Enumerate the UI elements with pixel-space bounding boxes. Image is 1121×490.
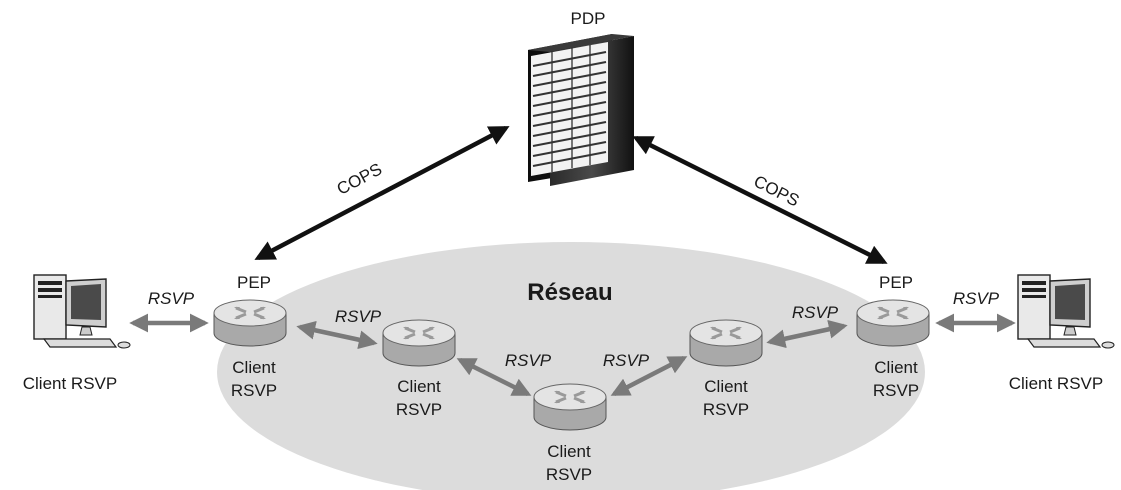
pep-right-caption-2: RSVP [873,381,919,400]
rsvp-label-2: RSVP [335,307,382,326]
network-area [217,242,925,490]
core-bottom-caption-2: RSVP [546,465,592,484]
core-router-right-icon [688,318,764,368]
network-label: Réseau [527,279,612,306]
cops-arrow-left [254,126,510,260]
rsvp-label-5: RSVP [792,303,839,322]
rsvp-arrow-pep-right [766,319,848,349]
core-right-caption-2: RSVP [703,400,749,419]
core-left-caption-1: Client [397,377,441,396]
host-computer-left-icon [33,274,131,349]
host-computer-right-icon [1017,274,1115,349]
rsvp-arrow-core-right [610,355,688,397]
core-router-left-icon [381,318,457,368]
cops-label-right: COPS [751,172,803,211]
rsvp-label-3: RSVP [505,351,552,370]
core-right-caption-1: Client [704,377,748,396]
core-left-caption-2: RSVP [396,400,442,419]
rsvp-arrow-pep-left [296,320,378,350]
rsvp-arrow-core-left [456,357,532,397]
host-label-left: Client RSVP [23,374,117,393]
server-icon [528,34,634,186]
core-router-bottom-icon [532,382,608,432]
pep-router-right-icon [855,298,931,348]
rsvp-label-6: RSVP [953,289,1000,308]
rsvp-label-4: RSVP [603,351,650,370]
core-bottom-caption-1: Client [547,442,591,461]
cops-arrow-right [632,135,888,265]
rsvp-label-1: RSVP [148,289,195,308]
pdp-label: PDP [571,9,606,28]
pep-label-right: PEP [879,273,913,292]
pep-label-left: PEP [237,273,271,292]
pep-left-caption-2: RSVP [231,381,277,400]
host-label-right: Client RSVP [1009,374,1103,393]
pep-right-caption-1: Client [874,358,918,377]
pep-router-left-icon [212,298,288,348]
pep-left-caption-1: Client [232,358,276,377]
